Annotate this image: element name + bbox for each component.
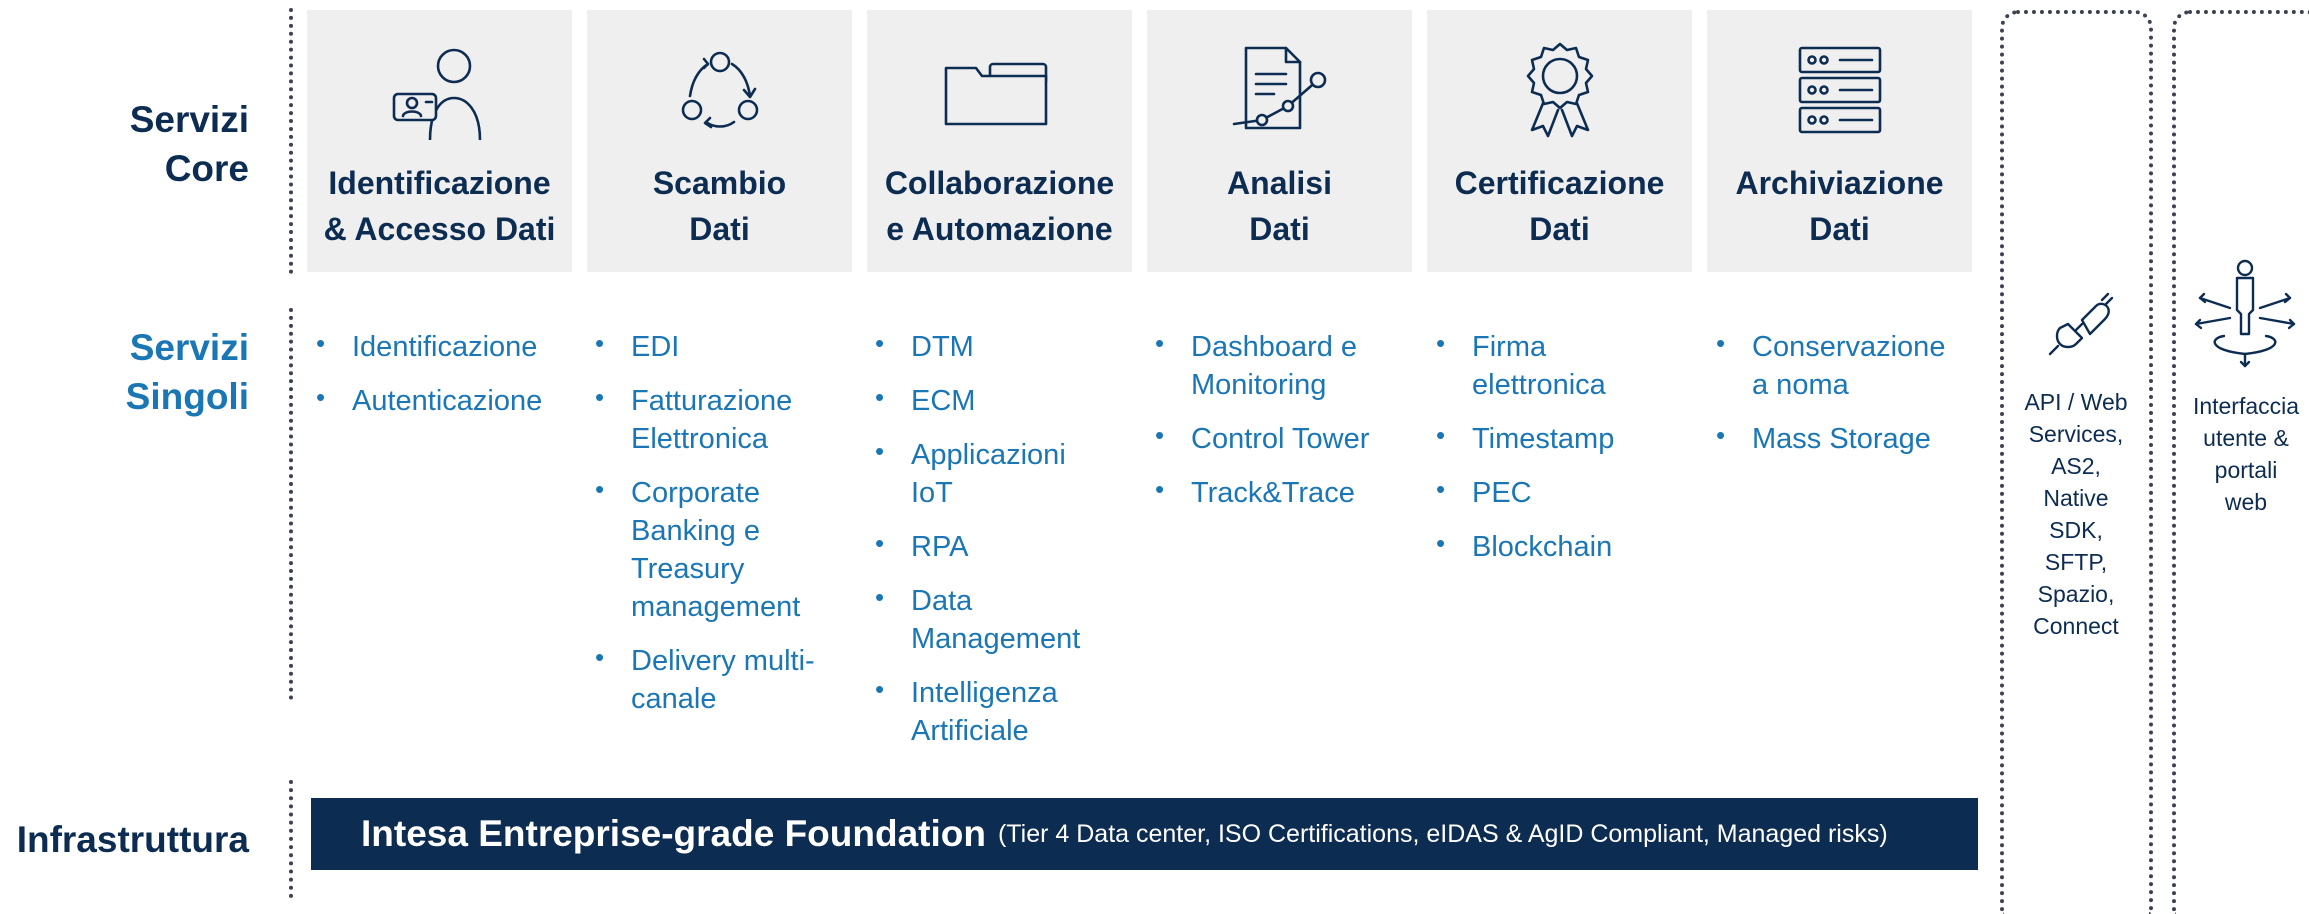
list-item: EDI bbox=[595, 324, 855, 366]
list-identificazione: Identificazione Autenticazione bbox=[316, 324, 591, 436]
document-analytics-icon bbox=[1232, 46, 1326, 130]
card-title-line1: Certificazione bbox=[1454, 165, 1665, 201]
foundation-subtitle: (Tier 4 Data center, ISO Certifications,… bbox=[997, 819, 1888, 848]
divider-infra bbox=[289, 780, 293, 898]
list-certificazione: Firma elettronica Timestamp PEC Blockcha… bbox=[1436, 324, 1686, 582]
user-id-card-icon bbox=[392, 48, 481, 140]
list-item: Corporate Banking e Treasury management bbox=[595, 470, 821, 626]
list-item: Timestamp bbox=[1436, 416, 1686, 458]
list-analisi: Dashboard e Monitoring Control Tower Tra… bbox=[1155, 324, 1405, 528]
list-item: Blockchain bbox=[1436, 524, 1686, 566]
list-item: Intelligenza Artificiale bbox=[875, 670, 1081, 750]
card-collaborazione: Collaborazione e Automazione bbox=[867, 10, 1132, 272]
foundation-title: Intesa Entreprise-grade Foundation bbox=[361, 813, 986, 854]
foundation-bar: Intesa Entreprise-grade Foundation (Tier… bbox=[311, 798, 1978, 870]
card-scambio: Scambio Dati bbox=[587, 10, 852, 272]
ui-channel-text: Interfaccia utente & portali web bbox=[2192, 393, 2300, 515]
user-arrows-icon bbox=[2194, 259, 2296, 368]
divider-core bbox=[289, 8, 293, 274]
list-item: Control Tower bbox=[1155, 416, 1405, 458]
server-storage-icon bbox=[1798, 46, 1881, 134]
card-analisi: Analisi Dati bbox=[1147, 10, 1412, 272]
api-channel-text: API / Web Services, AS2, Native SDK, SFT… bbox=[2024, 389, 2128, 639]
card-title-line2: e Automazione bbox=[886, 211, 1113, 247]
card-title-line2: Dati bbox=[1809, 211, 1870, 247]
exchange-cycle-icon bbox=[681, 51, 758, 129]
list-item: PEC bbox=[1436, 470, 1686, 512]
list-item: Fatturazione Elettronica bbox=[595, 378, 811, 458]
list-archiviazione: Conservazione a noma Mass Storage bbox=[1716, 324, 1966, 474]
card-title-line2: Dati bbox=[689, 211, 750, 247]
list-item: ECM bbox=[875, 378, 1125, 420]
list-item: Data Management bbox=[875, 578, 1091, 658]
card-title-line2: Dati bbox=[1529, 211, 1590, 247]
row-label-infrastruttura: Infrastruttura bbox=[16, 819, 249, 860]
certificate-badge-icon bbox=[1526, 42, 1593, 138]
ui-channel-box bbox=[2172, 10, 2309, 914]
list-item: DTM bbox=[875, 324, 1125, 366]
divider-singoli bbox=[289, 308, 293, 700]
card-certificazione: Certificazione Dati bbox=[1427, 10, 1692, 272]
list-item: Firma elettronica bbox=[1436, 324, 1632, 404]
card-title-line2: & Accesso Dati bbox=[323, 211, 556, 247]
list-item: Identificazione bbox=[316, 324, 591, 366]
list-item: Track&Trace bbox=[1155, 470, 1405, 512]
list-scambio: EDI Fatturazione Elettronica Corporate B… bbox=[595, 324, 855, 734]
card-title-line1: Scambio bbox=[652, 165, 787, 201]
list-item: Conservazione a noma bbox=[1716, 324, 1952, 404]
api-channel-box bbox=[2000, 10, 2153, 914]
card-title-line1: Identificazione bbox=[328, 165, 551, 201]
card-title-line1: Collaborazione bbox=[884, 165, 1115, 201]
list-item: Delivery multi-canale bbox=[595, 638, 831, 718]
list-item: RPA bbox=[875, 524, 1125, 566]
card-archiviazione: Archiviazione Dati bbox=[1707, 10, 1972, 272]
folder-icon bbox=[944, 62, 1047, 126]
plug-icon bbox=[2048, 292, 2114, 356]
card-identificazione: Identificazione & Accesso Dati bbox=[307, 10, 572, 272]
card-title-line1: Analisi bbox=[1227, 165, 1332, 201]
list-item: Mass Storage bbox=[1716, 416, 1966, 458]
card-title-line1: Archiviazione bbox=[1735, 165, 1944, 201]
list-item: Dashboard e Monitoring bbox=[1155, 324, 1391, 404]
list-item: Applicazioni IoT bbox=[875, 432, 1081, 512]
list-collaborazione: DTM ECM Applicazioni IoT RPA Data Manage… bbox=[875, 324, 1125, 766]
card-title-line2: Dati bbox=[1249, 211, 1310, 247]
list-item: Autenticazione bbox=[316, 378, 591, 420]
